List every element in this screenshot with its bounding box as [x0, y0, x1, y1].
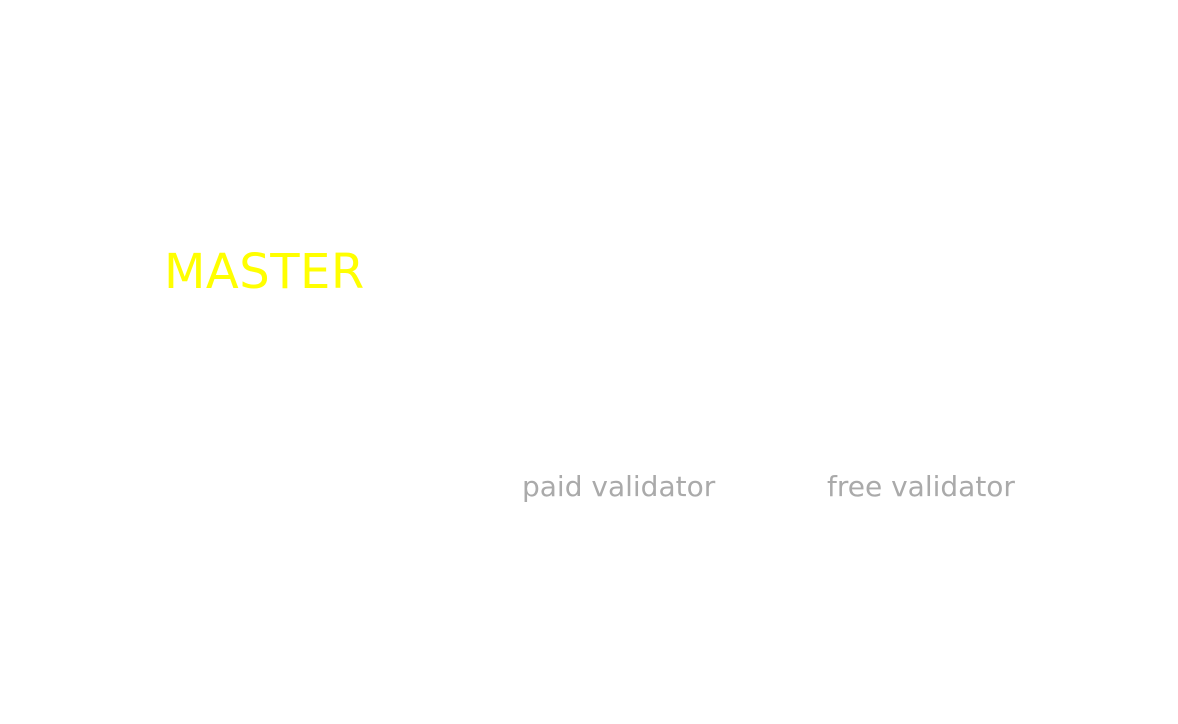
master-title: MASTER — [164, 244, 365, 300]
free-validator-option[interactable]: free validator — [827, 470, 1015, 503]
paid-validator-option[interactable]: paid validator — [522, 470, 716, 503]
